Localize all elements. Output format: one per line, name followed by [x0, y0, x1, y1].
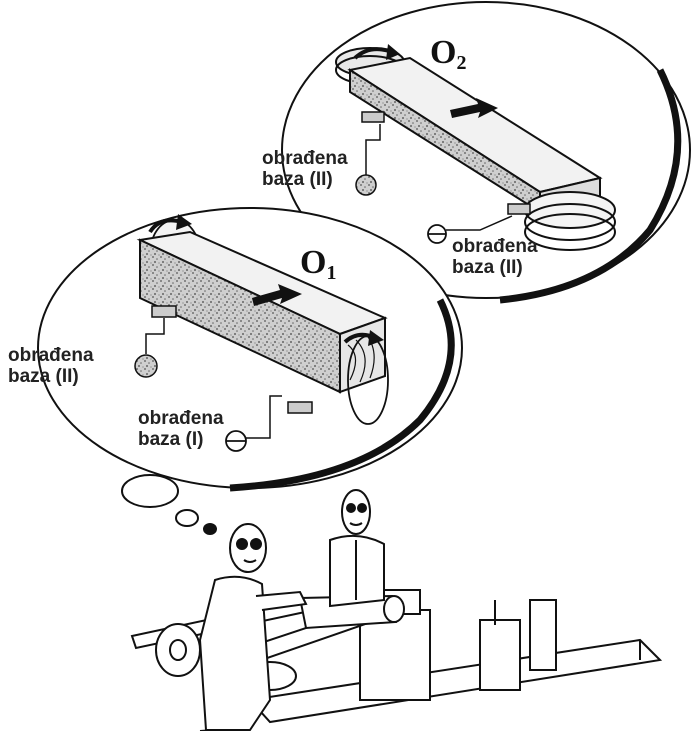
- o1-left-line1: obrađena: [8, 345, 94, 366]
- o2-left-label: obrađena baza (II): [262, 148, 348, 190]
- worker-right: [329, 489, 385, 608]
- operation-o1-letter: O: [300, 244, 327, 281]
- o2-right-line2: baza (II): [452, 257, 523, 278]
- operation-o2-letter: O: [430, 34, 457, 71]
- o1-bottom-label: obrađena baza (I): [138, 408, 224, 450]
- o2-right-label: obrađena baza (II): [452, 236, 538, 278]
- o2-right-line1: obrađena: [452, 236, 538, 257]
- o1-bottom-line2: baza (I): [138, 429, 204, 450]
- workpiece-o1: [134, 214, 389, 452]
- o1-left-label: obrađena baza (II): [8, 345, 94, 387]
- operation-o2-label: O2: [430, 34, 466, 75]
- o1-bottom-line1: obrađena: [138, 408, 224, 429]
- operation-o2-index: 2: [456, 52, 467, 74]
- workpiece-o2: [335, 44, 616, 251]
- o2-left-line1: obrađena: [262, 148, 348, 169]
- o1-left-line2: baza (II): [8, 366, 79, 387]
- operation-o1-index: 1: [326, 262, 337, 284]
- o2-left-line2: baza (II): [262, 169, 333, 190]
- worker-left: [198, 523, 308, 731]
- operation-o1-label: O1: [300, 244, 336, 285]
- thought-dots: [121, 474, 217, 535]
